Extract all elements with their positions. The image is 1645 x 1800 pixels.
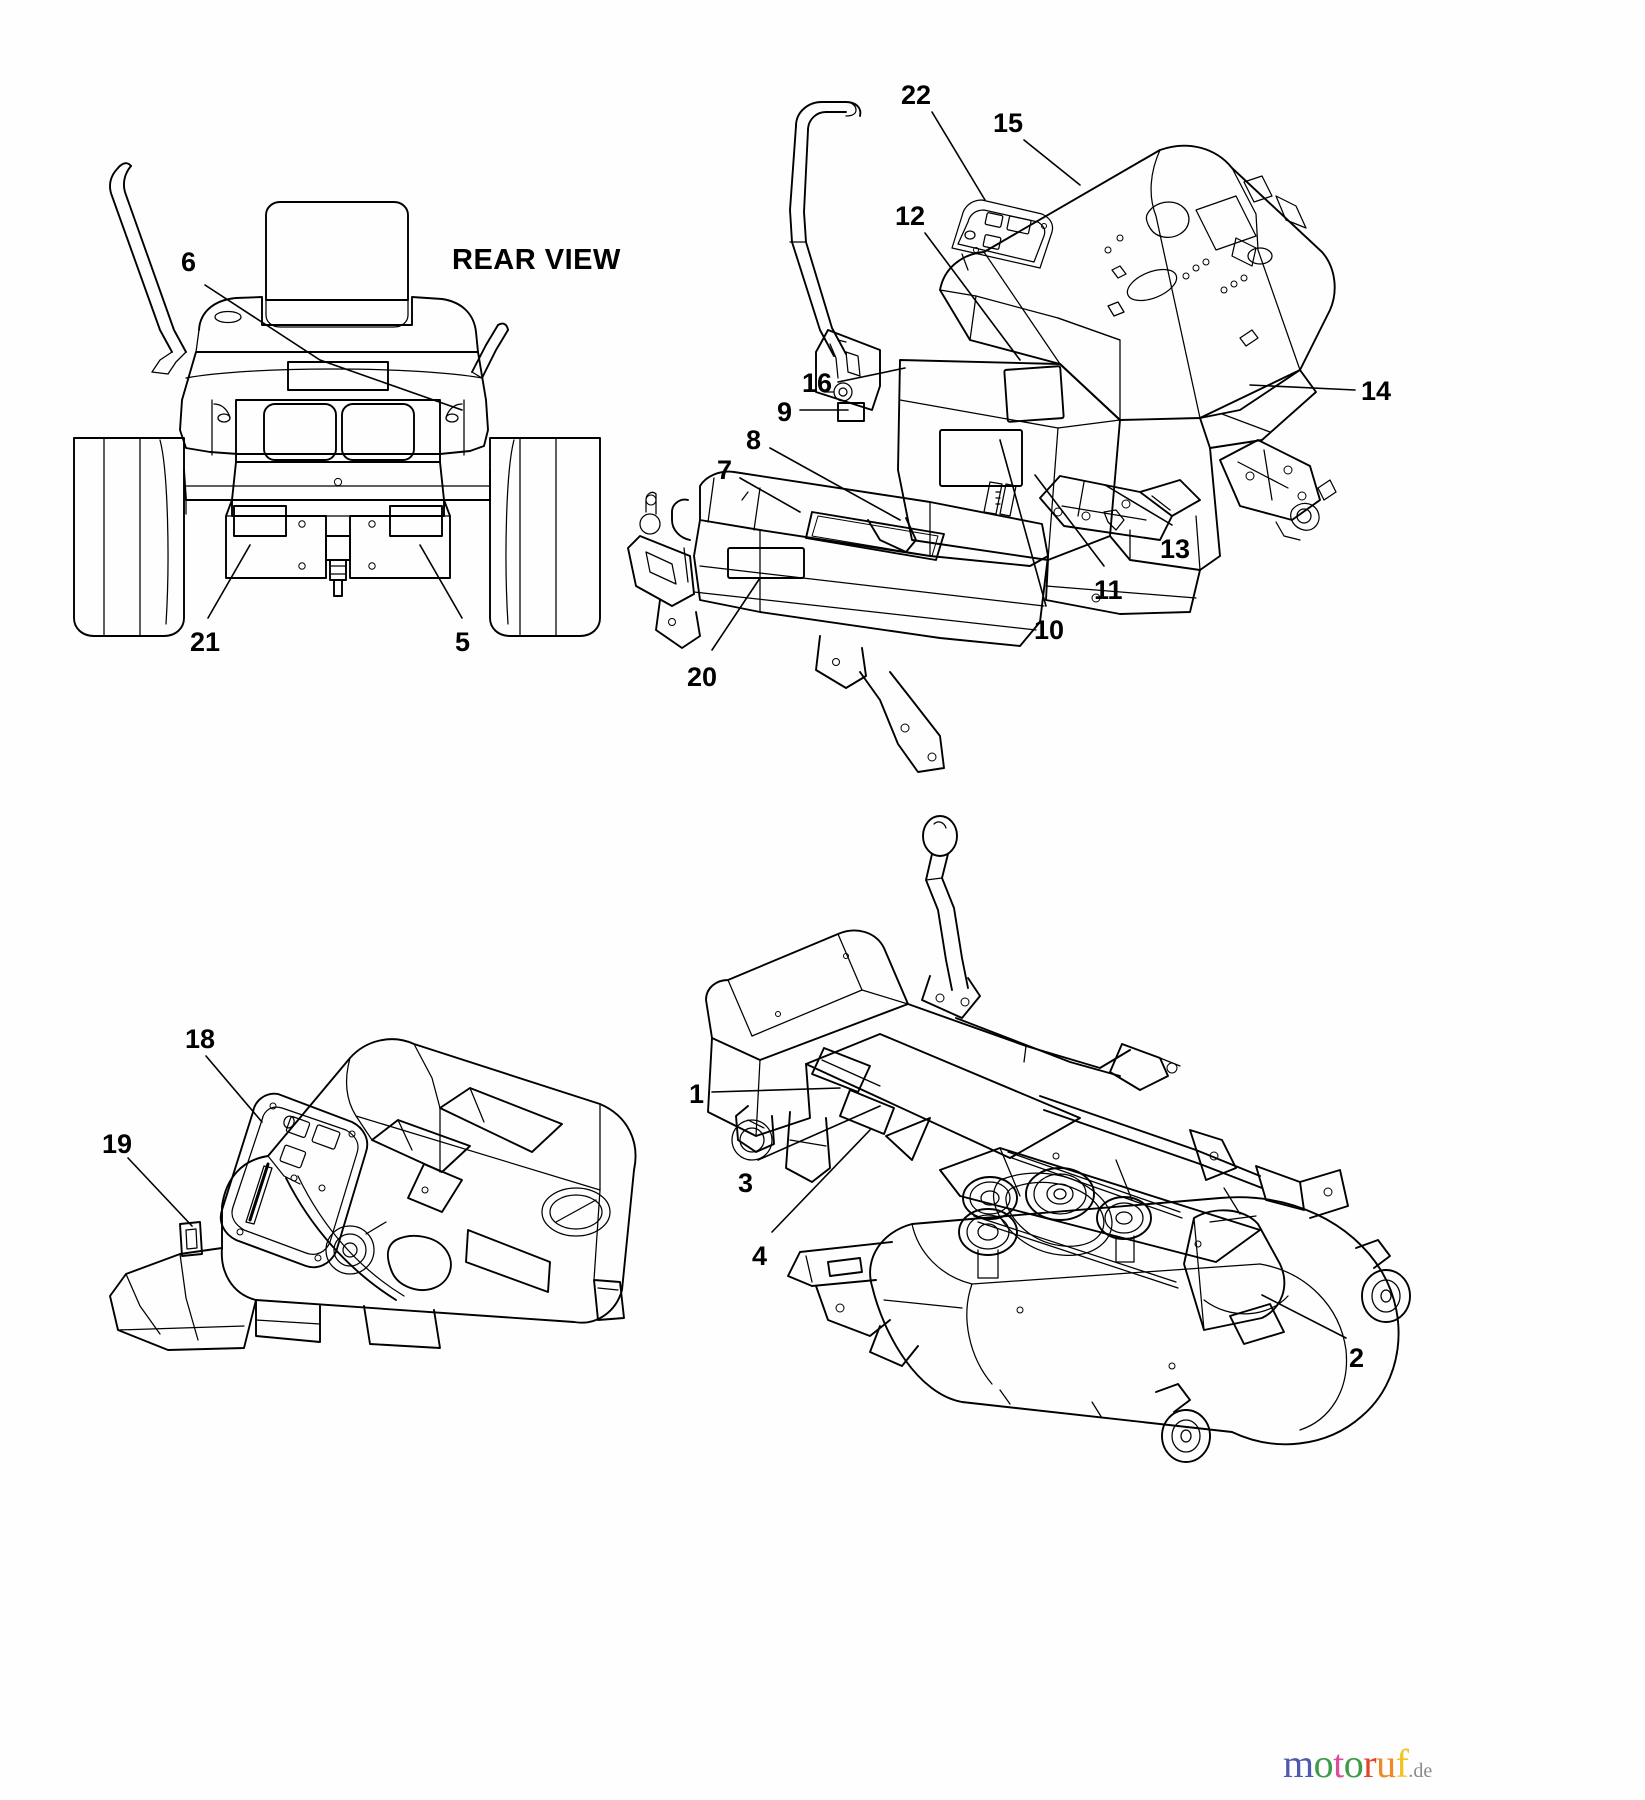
leader-line-4 — [771, 1129, 871, 1233]
callout-8: 8 — [746, 425, 762, 455]
callout-4: 4 — [752, 1241, 768, 1271]
leader-line-2 — [1261, 1294, 1347, 1339]
callout-9: 9 — [777, 397, 793, 427]
callout-3: 3 — [738, 1168, 754, 1198]
leader-line-3 — [757, 1105, 881, 1161]
callout-leader-lines — [127, 111, 1356, 1339]
callout-13: 13 — [1160, 534, 1191, 564]
panel-deck — [705, 815, 1411, 1463]
callout-14: 14 — [1361, 376, 1392, 406]
leader-line-7 — [739, 477, 801, 513]
watermark-letter-1: o — [1313, 1741, 1334, 1786]
callout-11: 11 — [1094, 575, 1123, 605]
watermark-letter-2: t — [1333, 1741, 1344, 1786]
callout-16: 16 — [802, 368, 833, 398]
callout-7: 7 — [717, 455, 733, 485]
watermark-letter-6: f — [1395, 1741, 1409, 1786]
callout-15: 15 — [993, 108, 1024, 138]
leader-line-10 — [999, 439, 1047, 607]
callout-21: 21 — [190, 627, 221, 657]
leader-line-21 — [207, 544, 251, 619]
watermark-letter-3: o — [1343, 1741, 1364, 1786]
callout-5: 5 — [455, 627, 471, 657]
callout-12: 12 — [895, 201, 926, 231]
leader-line-6 — [204, 284, 463, 411]
leader-line-18 — [205, 1055, 263, 1123]
callout-6: 6 — [181, 247, 197, 277]
callout-2: 2 — [1349, 1343, 1365, 1373]
watermark-letter-4: r — [1363, 1741, 1377, 1786]
leader-line-15 — [1023, 139, 1081, 186]
callout-18: 18 — [185, 1024, 216, 1054]
leader-line-14 — [1249, 384, 1356, 391]
leader-line-13 — [1104, 484, 1173, 526]
leader-line-1 — [711, 1087, 841, 1093]
callout-19: 19 — [102, 1129, 133, 1159]
leader-line-5 — [419, 544, 463, 619]
leader-line-19 — [127, 1157, 193, 1227]
callout-1: 1 — [689, 1079, 705, 1109]
leader-line-8 — [769, 447, 901, 521]
callout-20: 20 — [687, 662, 718, 692]
callout-10: 10 — [1034, 615, 1065, 645]
watermark-letter-5: u — [1376, 1741, 1396, 1786]
callout-22: 22 — [901, 80, 932, 110]
watermark-letter-0: m — [1283, 1741, 1314, 1786]
panel-console — [109, 1038, 637, 1351]
watermark-suffix: .de — [1408, 1760, 1433, 1782]
leader-line-16 — [837, 367, 906, 383]
leader-line-11 — [1034, 474, 1105, 567]
panel-rear-view — [73, 162, 601, 637]
motoruf-watermark: motoruf.de — [1283, 1744, 1432, 1784]
leader-line-22 — [931, 111, 986, 201]
leader-line-20 — [711, 577, 761, 651]
panel-chassis — [627, 101, 1337, 773]
leader-line-12 — [924, 232, 1021, 361]
view-label-rear-view: REAR VIEW — [452, 244, 621, 276]
